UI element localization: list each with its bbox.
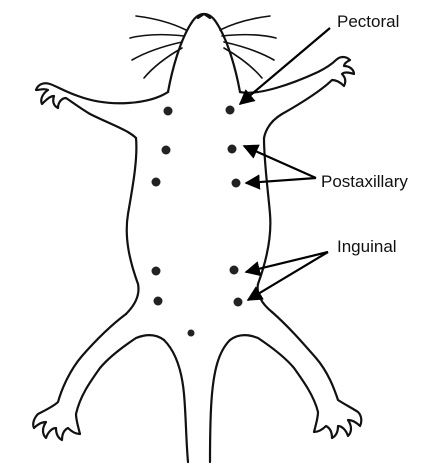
nipple-postaxillary-left-1	[162, 146, 171, 155]
nipple-inguinal-left-1	[152, 267, 161, 276]
nipple-pectoral-left	[164, 107, 173, 116]
nipple-genital-center	[188, 330, 195, 337]
label-postaxillary: Postaxillary	[321, 172, 408, 191]
mouse-right-hindlimb	[230, 312, 361, 438]
nipple-postaxillary-left-2	[152, 178, 161, 187]
label-inguinal: Inguinal	[337, 237, 397, 256]
whisker-left-2	[130, 35, 184, 38]
arrow-postaxillary-2	[246, 178, 316, 183]
nipple-inguinal-right-1	[230, 266, 239, 275]
nipple-inguinal-right-2	[234, 298, 243, 307]
whisker-left-1	[136, 16, 186, 30]
arrow-postaxillary-1	[244, 146, 316, 178]
whisker-right-2	[222, 35, 276, 38]
whisker-left-4	[144, 48, 182, 78]
mouse-right-forelimb	[240, 57, 354, 138]
mouse-body	[33, 14, 361, 462]
mouse-left-hindlimb	[33, 314, 164, 440]
whisker-left-3	[132, 42, 182, 60]
nipple-pectoral-right	[226, 106, 235, 115]
nipple-inguinal-left-2	[154, 297, 163, 306]
nipple-postaxillary-right-2	[232, 179, 241, 188]
mouse-whiskers	[130, 16, 276, 78]
label-pectoral: Pectoral	[337, 12, 399, 31]
arrow-inguinal-1	[246, 252, 328, 272]
nipple-postaxillary-right-1	[228, 145, 237, 154]
whisker-right-1	[220, 16, 270, 30]
mouse-tail-right-edge	[210, 340, 230, 462]
mouse-tail-left-edge	[164, 340, 188, 462]
mouse-left-torso-side	[126, 138, 139, 314]
nipples	[152, 106, 243, 337]
labels: Pectoral Postaxillary Inguinal	[321, 12, 408, 256]
mouse-left-forelimb	[36, 83, 168, 138]
